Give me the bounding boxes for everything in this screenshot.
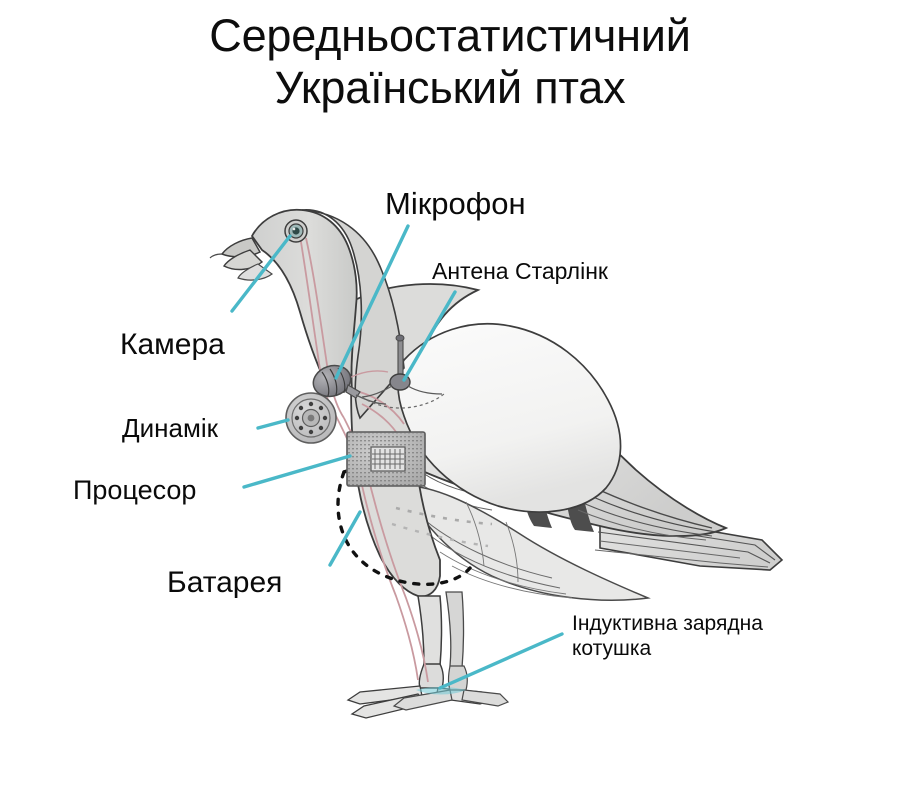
bird-flank: [400, 485, 651, 601]
leader-coil: [438, 632, 564, 690]
leader-antenna: [402, 290, 457, 382]
leader-microphone: [334, 224, 410, 380]
leader-battery: [328, 510, 362, 567]
microphone-device: [312, 364, 387, 405]
label-camera: Камера: [120, 328, 225, 361]
label-coil: Індуктивна зарядна котушка: [572, 612, 763, 660]
bird-head-neck: [209, 208, 405, 420]
label-microphone: Мікрофон: [385, 186, 526, 221]
label-processor: Процесор: [73, 475, 197, 505]
label-battery: Батарея: [167, 566, 283, 599]
charging-coil: [416, 687, 466, 695]
processor-chip: [346, 431, 426, 487]
leader-processor: [242, 454, 352, 489]
label-antenna: Антена Старлінк: [432, 258, 608, 284]
leader-lines: [230, 224, 564, 690]
bird-legs: [346, 591, 510, 719]
speaker-device: [285, 392, 337, 444]
leader-camera: [230, 234, 292, 313]
leader-speaker: [256, 418, 290, 430]
page-title: Середньостатистичний Український птах: [209, 10, 691, 113]
label-speaker: Динамік: [122, 413, 218, 443]
